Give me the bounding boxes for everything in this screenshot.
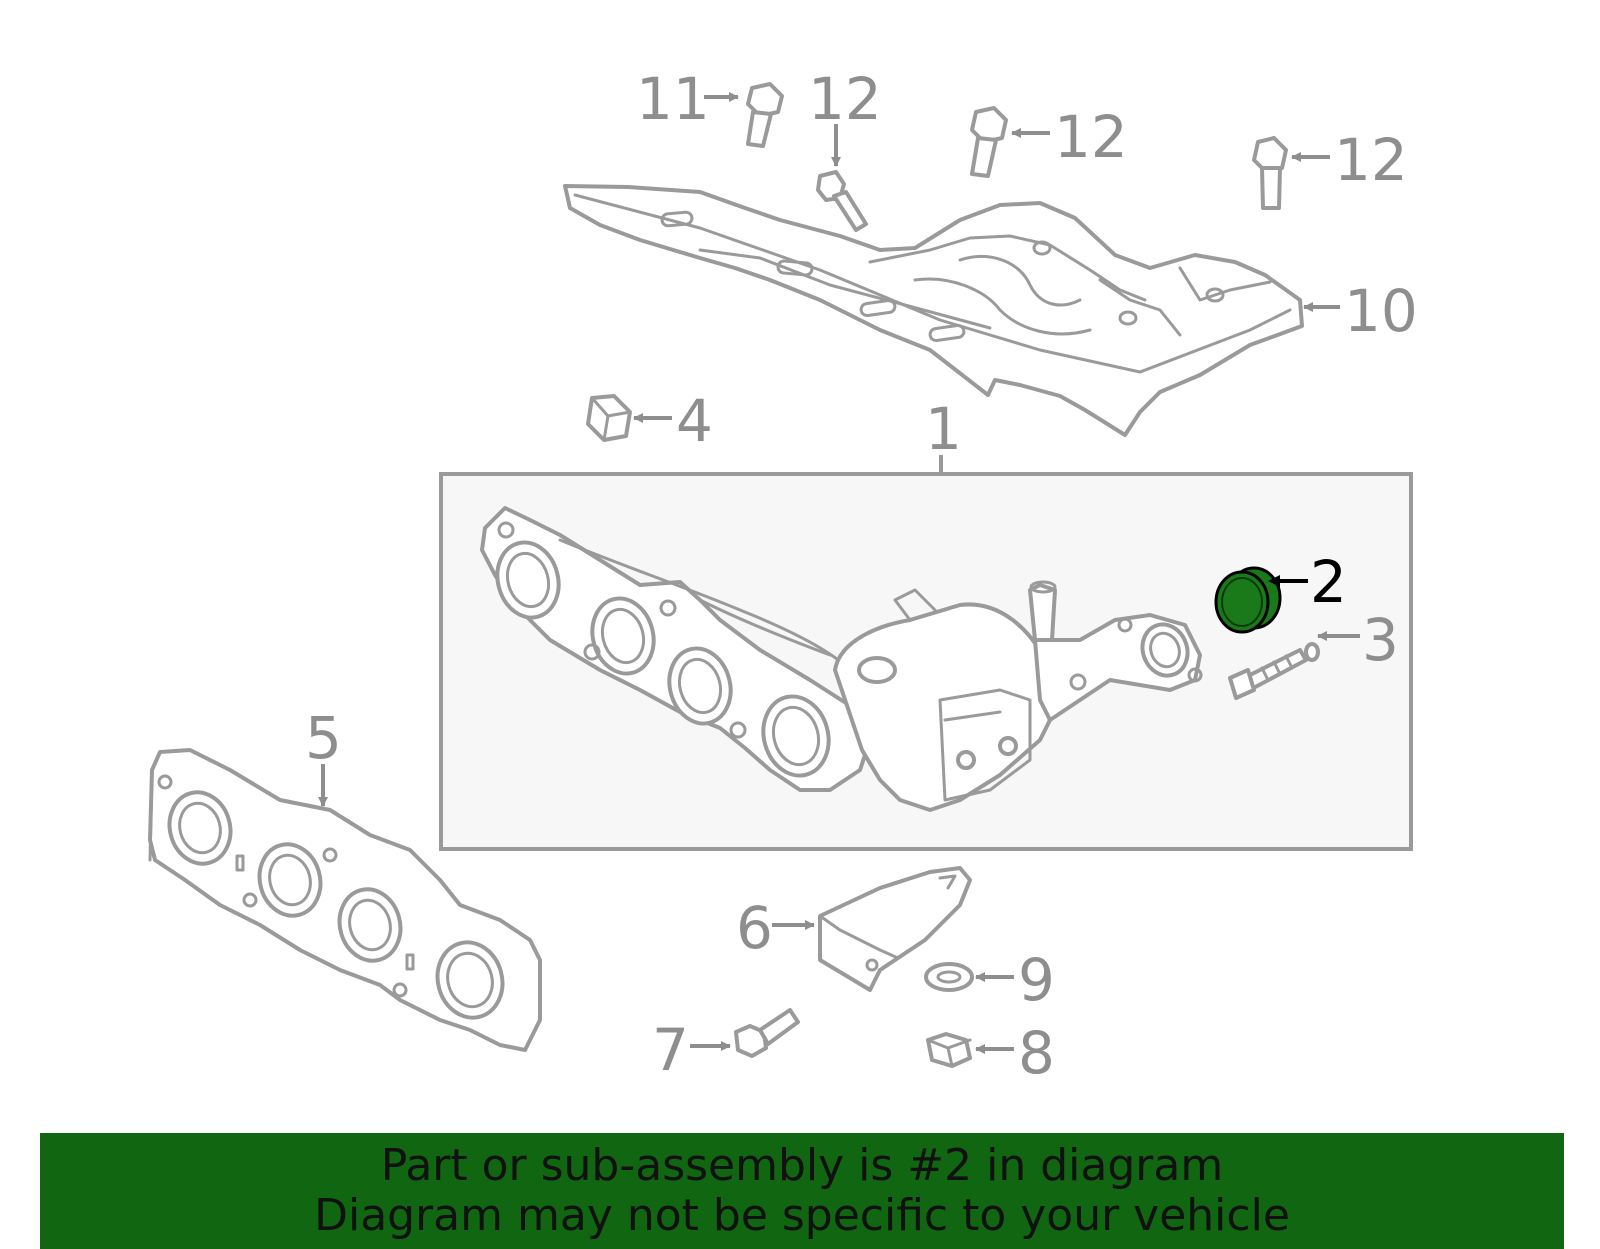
- banner-line-1: Part or sub-assembly is #2 in diagram: [380, 1140, 1224, 1191]
- callout-5: 5: [305, 704, 342, 772]
- callout-7: 7: [652, 1016, 689, 1084]
- callout-2: 2: [1310, 548, 1347, 616]
- gasket-part-5: [148, 748, 542, 1052]
- callout-10: 10: [1344, 277, 1418, 345]
- bolt-part-11: [746, 82, 784, 148]
- heat-shield-part-10: [563, 184, 1304, 437]
- bracket-part-6: [818, 866, 972, 992]
- callout-12-c: 12: [1334, 126, 1408, 194]
- bolt-part-12-b: [970, 106, 1008, 178]
- callout-11: 11: [636, 65, 710, 133]
- exhaust-manifold: [480, 506, 1203, 812]
- info-banner: Part or sub-assembly is #2 in diagram Di…: [40, 1133, 1564, 1249]
- plug-part-2: [1214, 566, 1282, 634]
- nut-part-4: [586, 394, 632, 442]
- washer-part-9: [924, 962, 974, 992]
- bolt-part-7: [734, 1008, 800, 1058]
- callout-12-a: 12: [808, 65, 882, 133]
- callout-4: 4: [676, 387, 713, 455]
- callout-6: 6: [736, 894, 773, 962]
- leader-2-arrowhead: [1268, 575, 1280, 587]
- callout-8: 8: [1018, 1019, 1055, 1087]
- bolt-part-12-c: [1252, 136, 1288, 210]
- callout-12-b: 12: [1054, 103, 1128, 171]
- callout-1: 1: [925, 395, 962, 463]
- banner-line-2: Diagram may not be specific to your vehi…: [314, 1190, 1290, 1241]
- stud-part-3: [1228, 642, 1320, 700]
- callout-9: 9: [1018, 946, 1055, 1014]
- callout-labels: 11 12 12 12 10 4 1 2 3 5 6 9 7 8: [305, 65, 1418, 1087]
- bolt-part-12-a: [816, 170, 868, 232]
- nut-part-8: [926, 1032, 972, 1068]
- leader-lines: [318, 92, 1360, 1054]
- callout-3: 3: [1362, 606, 1399, 674]
